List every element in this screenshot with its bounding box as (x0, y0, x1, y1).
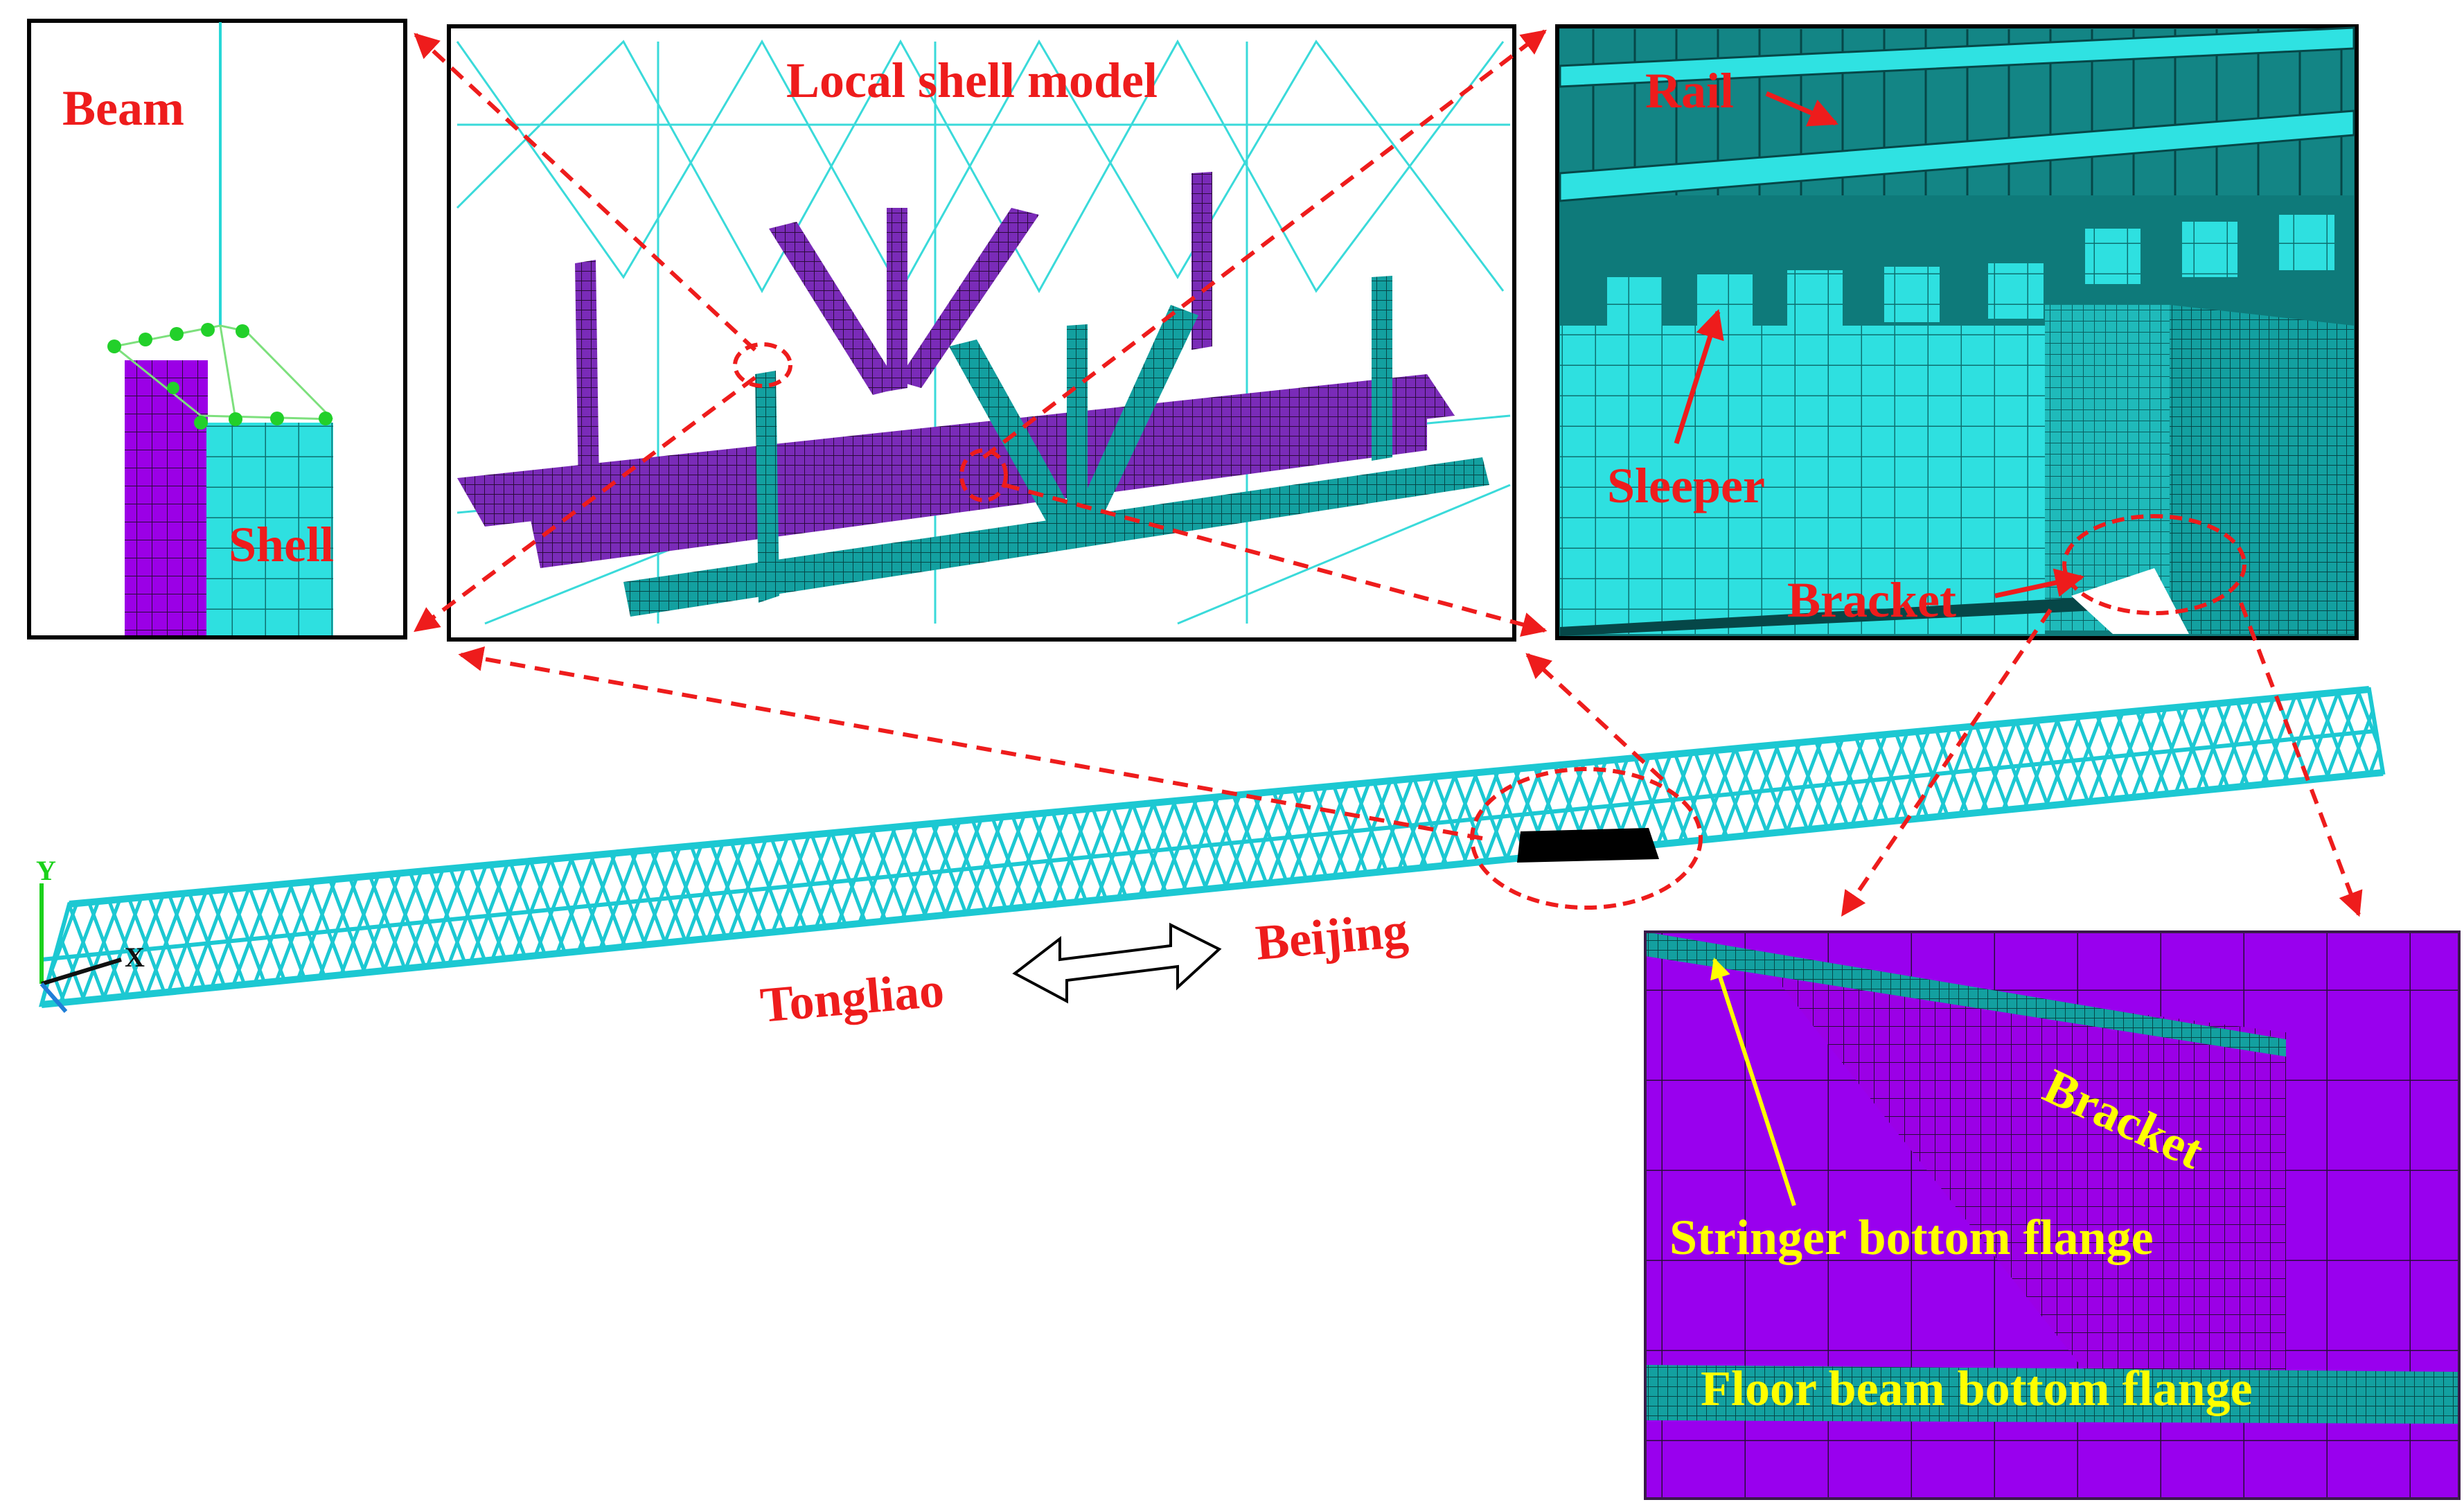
leader-to-beam-top (414, 33, 757, 352)
leader-to-rail-bottom (1004, 483, 1548, 637)
floor-beam-web (2170, 305, 2354, 634)
coupling-links (114, 324, 334, 421)
leader-arrows (414, 29, 2363, 917)
top-chord (69, 686, 2370, 908)
coupling-nodes (107, 323, 333, 430)
purple-shell-part (125, 360, 208, 635)
sleeper-arrow (1674, 308, 1724, 445)
stringer-bottom-flange-strip (1645, 932, 2286, 1057)
stringer-bottom-flange-label: Stringer bottom flange (1669, 1210, 2154, 1265)
bracket-fine-mesh (1766, 967, 2286, 1406)
coordinate-triad: Y X (36, 855, 145, 1013)
bottom-flange (1560, 596, 2113, 636)
stringer-web (1560, 326, 2045, 634)
bottom-chord (41, 769, 2384, 1008)
leader-global-to-local (458, 646, 1483, 840)
panel-rail-sleeper: Rail Sleeper Bracket (1555, 24, 2359, 640)
leader-to-detail-left (1841, 608, 2053, 917)
floor-beam-flange-strip (1645, 1365, 2459, 1424)
stringer-flange-arrow (1710, 958, 1796, 1206)
axis-y-label: Y (36, 855, 56, 886)
panel-bracket-detail: Bracket Stringer bottom flange Floor bea… (1644, 930, 2461, 1500)
rail-arrow (1765, 91, 1838, 127)
bracket-top-label: Bracket (1787, 572, 1956, 628)
leader-to-rail-top (982, 29, 1547, 459)
rail-label: Rail (1645, 63, 1734, 118)
panel-frame (1644, 930, 2461, 1500)
floor-beam-bottom-flange-label: Floor beam bottom flange (1701, 1361, 2253, 1416)
mid-chord (41, 729, 2377, 962)
sleepers (1607, 215, 2334, 333)
local-shell-model-label: Local shell model (786, 53, 1158, 108)
panel-beam-shell: Beam Shell (27, 19, 407, 639)
rail-upper (1559, 26, 2355, 88)
beam-label: Beam (62, 80, 184, 136)
leader-global-to-rail (1525, 653, 1665, 782)
background-truss-lines (456, 39, 1511, 625)
panel-local-shell-model: Local shell model (447, 24, 1516, 642)
leader-to-beam-bottom (414, 376, 756, 633)
cyan-shell-part (206, 423, 333, 635)
diagonal-members (769, 208, 1198, 533)
bracket-top-arrow (1994, 568, 2085, 599)
rail-lower (1559, 109, 2355, 202)
beijing-label: Beijing (1253, 902, 1410, 971)
leader-to-detail-right (2239, 601, 2363, 917)
axis-x-label: X (125, 942, 145, 973)
rail-deck-mesh (1592, 29, 2343, 195)
double-arrow-icon (1012, 922, 1222, 1004)
tongliao-label: Tongliao (758, 962, 946, 1033)
global-truss-model: Y X (36, 686, 2386, 1013)
bracket-circle (959, 448, 1008, 502)
connection-circle (733, 342, 792, 388)
floor-beam (526, 388, 1427, 568)
vertical-posts (575, 172, 1392, 603)
sleeper-label: Sleeper (1607, 458, 1765, 513)
lower-chord (623, 457, 1489, 617)
shell-label: Shell (229, 517, 334, 572)
bracket-gap (2071, 568, 2189, 634)
local-model-position (1517, 828, 1659, 863)
bracket-detail-circle (2062, 514, 2246, 615)
